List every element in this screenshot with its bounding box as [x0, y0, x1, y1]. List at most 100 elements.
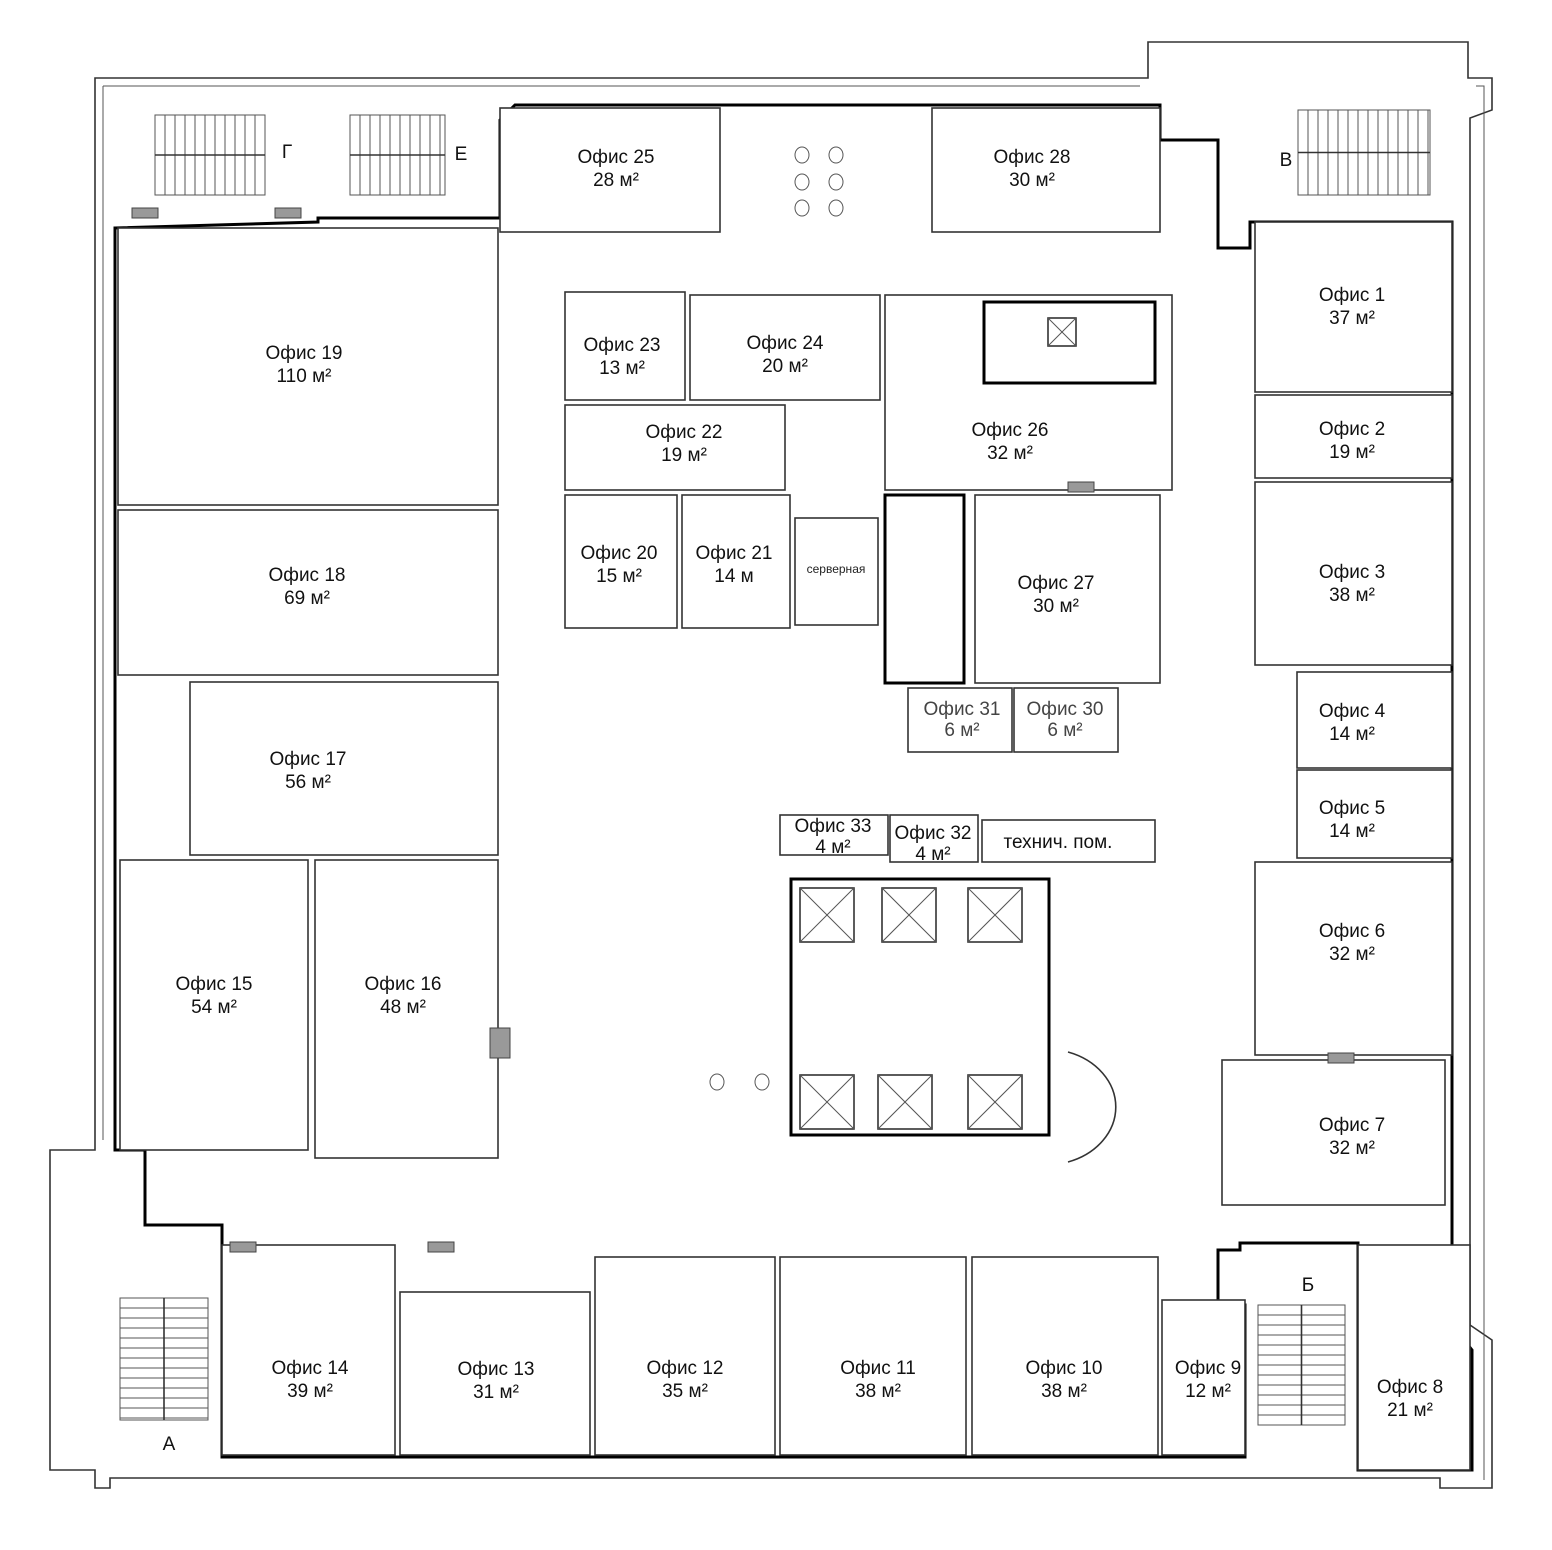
room-офис-24[interactable]	[689, 294, 881, 401]
room-area: 6 м²	[944, 720, 979, 741]
room-офис-9[interactable]	[1161, 1299, 1246, 1456]
elevator-icon	[1047, 317, 1077, 347]
room-офис-19[interactable]	[117, 227, 499, 506]
room-офис-26[interactable]	[884, 294, 1173, 491]
room-офис-23[interactable]	[564, 291, 686, 401]
stair-label: Б	[1302, 1275, 1314, 1296]
stair-label: А	[163, 1434, 176, 1455]
room-офис-28[interactable]	[931, 107, 1161, 233]
room-офис-25[interactable]	[499, 107, 721, 233]
room-area: 12 м²	[1185, 1381, 1231, 1402]
stair-label: В	[1280, 150, 1293, 171]
room-name: Офис 22	[646, 422, 723, 443]
room-офис-13[interactable]	[399, 1291, 591, 1456]
toilet-icon	[828, 146, 844, 164]
column	[131, 207, 159, 219]
room-area: 4 м²	[815, 837, 850, 858]
staircase	[1297, 109, 1431, 196]
column	[427, 1241, 455, 1253]
room-area: 19 м²	[661, 445, 707, 466]
room-офис-17[interactable]	[189, 681, 499, 856]
inner-wall	[102, 85, 1485, 1480]
room-офис-33[interactable]	[779, 814, 889, 856]
room-area: 21 м²	[1387, 1400, 1433, 1421]
room-area: 37 м²	[1329, 308, 1375, 329]
column	[1327, 1052, 1355, 1064]
elevator-icon	[877, 1074, 933, 1130]
elevator-core	[789, 877, 1051, 1137]
elevator-icon	[799, 1074, 855, 1130]
room-name: Офис 15	[176, 974, 253, 995]
room-name: Офис 33	[795, 816, 872, 837]
room-name: Офис 1	[1319, 285, 1385, 306]
room-офис-11[interactable]	[779, 1256, 967, 1456]
room-офис-21[interactable]	[681, 494, 791, 629]
room-офис-3[interactable]	[1254, 481, 1453, 666]
tech-room[interactable]	[981, 819, 1156, 863]
room-name: Офис 16	[365, 974, 442, 995]
room-офис-6[interactable]	[1254, 861, 1453, 1056]
room-name: Офис 21	[696, 543, 773, 564]
room-name: Офис 24	[747, 333, 824, 354]
room-офис-20[interactable]	[564, 494, 678, 629]
room-name: Офис 13	[458, 1359, 535, 1380]
room-офис-8[interactable]	[1357, 1244, 1471, 1471]
room-area: 48 м²	[380, 997, 426, 1018]
room-name: Офис 17	[270, 749, 347, 770]
room-офис-18[interactable]	[117, 509, 499, 676]
fixtures-layer	[119, 109, 1431, 1426]
room-area: 4 м²	[915, 844, 950, 865]
room-area: 38 м²	[1041, 1381, 1087, 1402]
room-name: Офис 4	[1319, 701, 1386, 722]
room-офис-31[interactable]	[907, 687, 1013, 753]
room-офис-5[interactable]	[1296, 769, 1453, 859]
room-офис-15[interactable]	[119, 859, 309, 1151]
toilet-icon	[794, 146, 810, 164]
room-name: Офис 26	[972, 420, 1049, 441]
room-area: 31 м²	[473, 1382, 519, 1403]
room-area: 39 м²	[287, 1381, 333, 1402]
room-name: Офис 14	[272, 1358, 349, 1379]
room-name: Офис 12	[647, 1358, 724, 1379]
room-area: 32 м²	[1329, 1138, 1375, 1159]
server-room[interactable]	[794, 517, 879, 626]
column	[274, 207, 302, 219]
room-офис-14[interactable]	[221, 1244, 396, 1456]
room-офис-30[interactable]	[1013, 687, 1119, 753]
room-name: Офис 11	[840, 1358, 916, 1379]
room-area: 30 м²	[1033, 596, 1079, 617]
room-area: 15 м²	[596, 566, 642, 587]
staircase	[1257, 1304, 1346, 1426]
room-area: 35 м²	[662, 1381, 708, 1402]
room-area: 69 м²	[284, 588, 330, 609]
room-area: 14 м	[714, 566, 753, 587]
building-outline	[49, 41, 1493, 1489]
room-name: Офис 6	[1319, 921, 1385, 942]
room-name: Офис 10	[1026, 1358, 1103, 1379]
room-name: Офис 28	[994, 147, 1071, 168]
room-area: 54 м²	[191, 997, 237, 1018]
room-name: Офис 25	[578, 147, 655, 168]
room-офис-2[interactable]	[1254, 394, 1453, 479]
room-офис-1[interactable]	[1254, 221, 1453, 393]
room-офис-32[interactable]	[889, 814, 979, 863]
column	[229, 1241, 257, 1253]
room-офис-22[interactable]	[564, 404, 786, 491]
rooms-layer	[117, 107, 1471, 1471]
room-area: 13 м²	[599, 358, 645, 379]
stair-label: Е	[455, 144, 468, 165]
room-name: Офис 7	[1319, 1115, 1385, 1136]
room-офис-27[interactable]	[974, 494, 1161, 684]
room-офис-7[interactable]	[1221, 1059, 1446, 1206]
room-офис-16[interactable]	[314, 859, 499, 1159]
room-name: Офис 18	[269, 565, 346, 586]
room-name: Офис 19	[266, 343, 343, 364]
bay-window	[1067, 1051, 1117, 1163]
room-офис-12[interactable]	[594, 1256, 776, 1456]
toilet-icon	[828, 173, 844, 191]
room-офис-4[interactable]	[1296, 671, 1453, 769]
toilet-icon	[828, 199, 844, 217]
toilet-icon	[794, 173, 810, 191]
room-area: 38 м²	[855, 1381, 901, 1402]
room-офис-10[interactable]	[971, 1256, 1159, 1456]
